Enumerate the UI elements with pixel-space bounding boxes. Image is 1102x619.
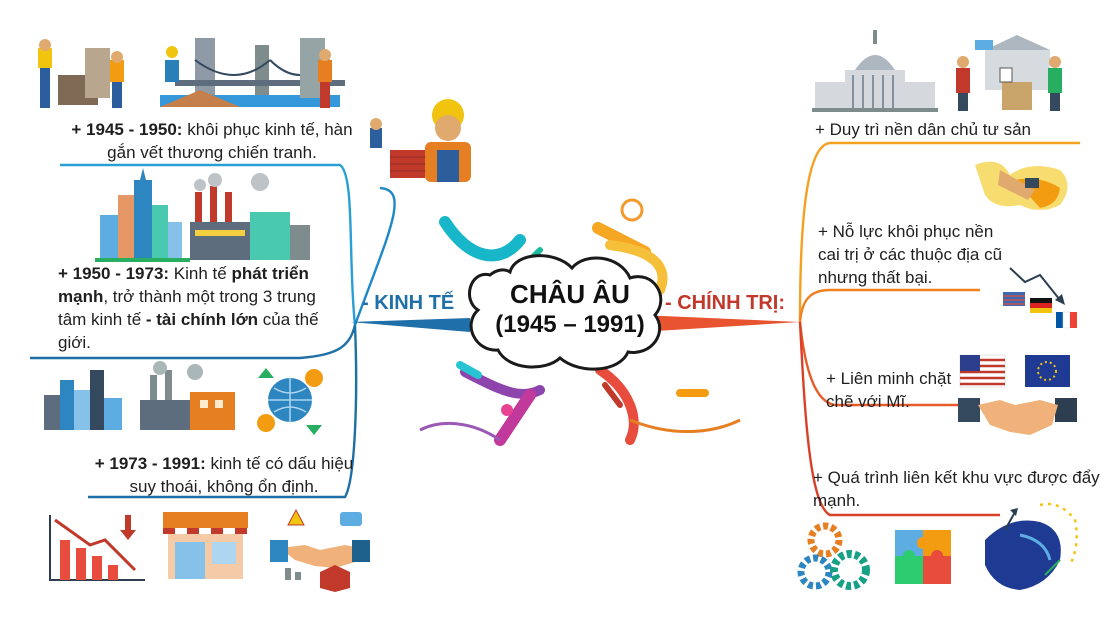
economy-item-2-bold-1: phát triển mạnh: [58, 264, 309, 306]
capitol-icon: [812, 30, 938, 112]
handshake-icon: [958, 398, 1077, 435]
economy-item-2-text-2: , trở thành một trong 3 trung tâm kinh t…: [58, 287, 316, 329]
economy-item-3-text: kinh tế có dấu hiệu suy thoái, không ổn …: [129, 454, 354, 496]
economy-item-2-text-3: của thế giới.: [58, 310, 319, 352]
center-title: CHÂU ÂU (1945 – 1991): [470, 278, 670, 340]
left-connectors: [30, 163, 396, 499]
economy-item-3-period: + 1973 - 1991:: [94, 454, 206, 473]
politics-item-2: + Nỗ lực khôi phục nền cai trị ở các thu…: [818, 222, 1003, 287]
global-finance-icon: [257, 368, 323, 435]
gears-icon: [797, 522, 870, 590]
economy-item-2-period: + 1950 - 1973:: [58, 264, 170, 283]
industry-icon: [140, 361, 235, 430]
eu-map-icon: [985, 502, 1078, 590]
flags-icon: [1003, 292, 1077, 329]
economy-item-2-text-1: Kinh tế: [169, 264, 232, 283]
skyscrapers-icon: [95, 168, 190, 262]
eu-flag-icon: [1025, 355, 1070, 387]
left-branch-shape: [350, 318, 470, 332]
workers-icon: [38, 39, 124, 108]
center-title-text: CHÂU ÂU: [510, 279, 630, 309]
voting-icon: [956, 35, 1062, 111]
politics-item-4: + Quá trình liên kết khu vực được đẩy mạ…: [813, 468, 1100, 510]
declining-arrow-icon: [1009, 267, 1065, 305]
city-icon: [44, 370, 122, 430]
bridge-construction-icon: [160, 38, 345, 108]
right-branch-shape: [640, 315, 800, 332]
economy-item-2: + 1950 - 1973: Kinh tế phát triển mạnh, …: [58, 262, 320, 354]
center-period-text: (1945 – 1991): [495, 311, 645, 338]
economy-item-1-period: + 1945 - 1950:: [71, 120, 183, 139]
economy-item-1-text: khôi phục kinh tế, hàn gắn vết thương ch…: [107, 120, 353, 162]
puzzle-icon: [895, 530, 951, 584]
center-cloud: [468, 254, 663, 371]
builder-icon: [370, 99, 471, 182]
us-flag-icon: [959, 354, 1006, 388]
economy-item-3: + 1973 - 1991: kinh tế có dấu hiệu suy t…: [84, 452, 364, 498]
closed-shop-icon: [163, 512, 248, 579]
world-map-handshake-icon: [975, 161, 1068, 210]
right-branch-label: - CHÍNH TRỊ:: [665, 292, 785, 314]
right-connectors: [798, 141, 1080, 517]
declining-chart-icon: [49, 515, 145, 581]
handshake-warning-icon: [270, 508, 370, 592]
politics-item-1: + Duy trì nền dân chủ tư sản: [815, 120, 1031, 139]
left-branch-label: - KINH TẾ: [362, 292, 455, 314]
factory-icon: [190, 173, 310, 260]
economy-item-2-bold-2: - tài chính lớn: [145, 310, 259, 329]
economy-item-1: + 1945 - 1950: khôi phục kinh tế, hàn gắ…: [62, 118, 362, 164]
politics-item-3: + Liên minh chặt chẽ với Mĩ.: [826, 369, 952, 411]
center-decorations: [419, 198, 741, 446]
